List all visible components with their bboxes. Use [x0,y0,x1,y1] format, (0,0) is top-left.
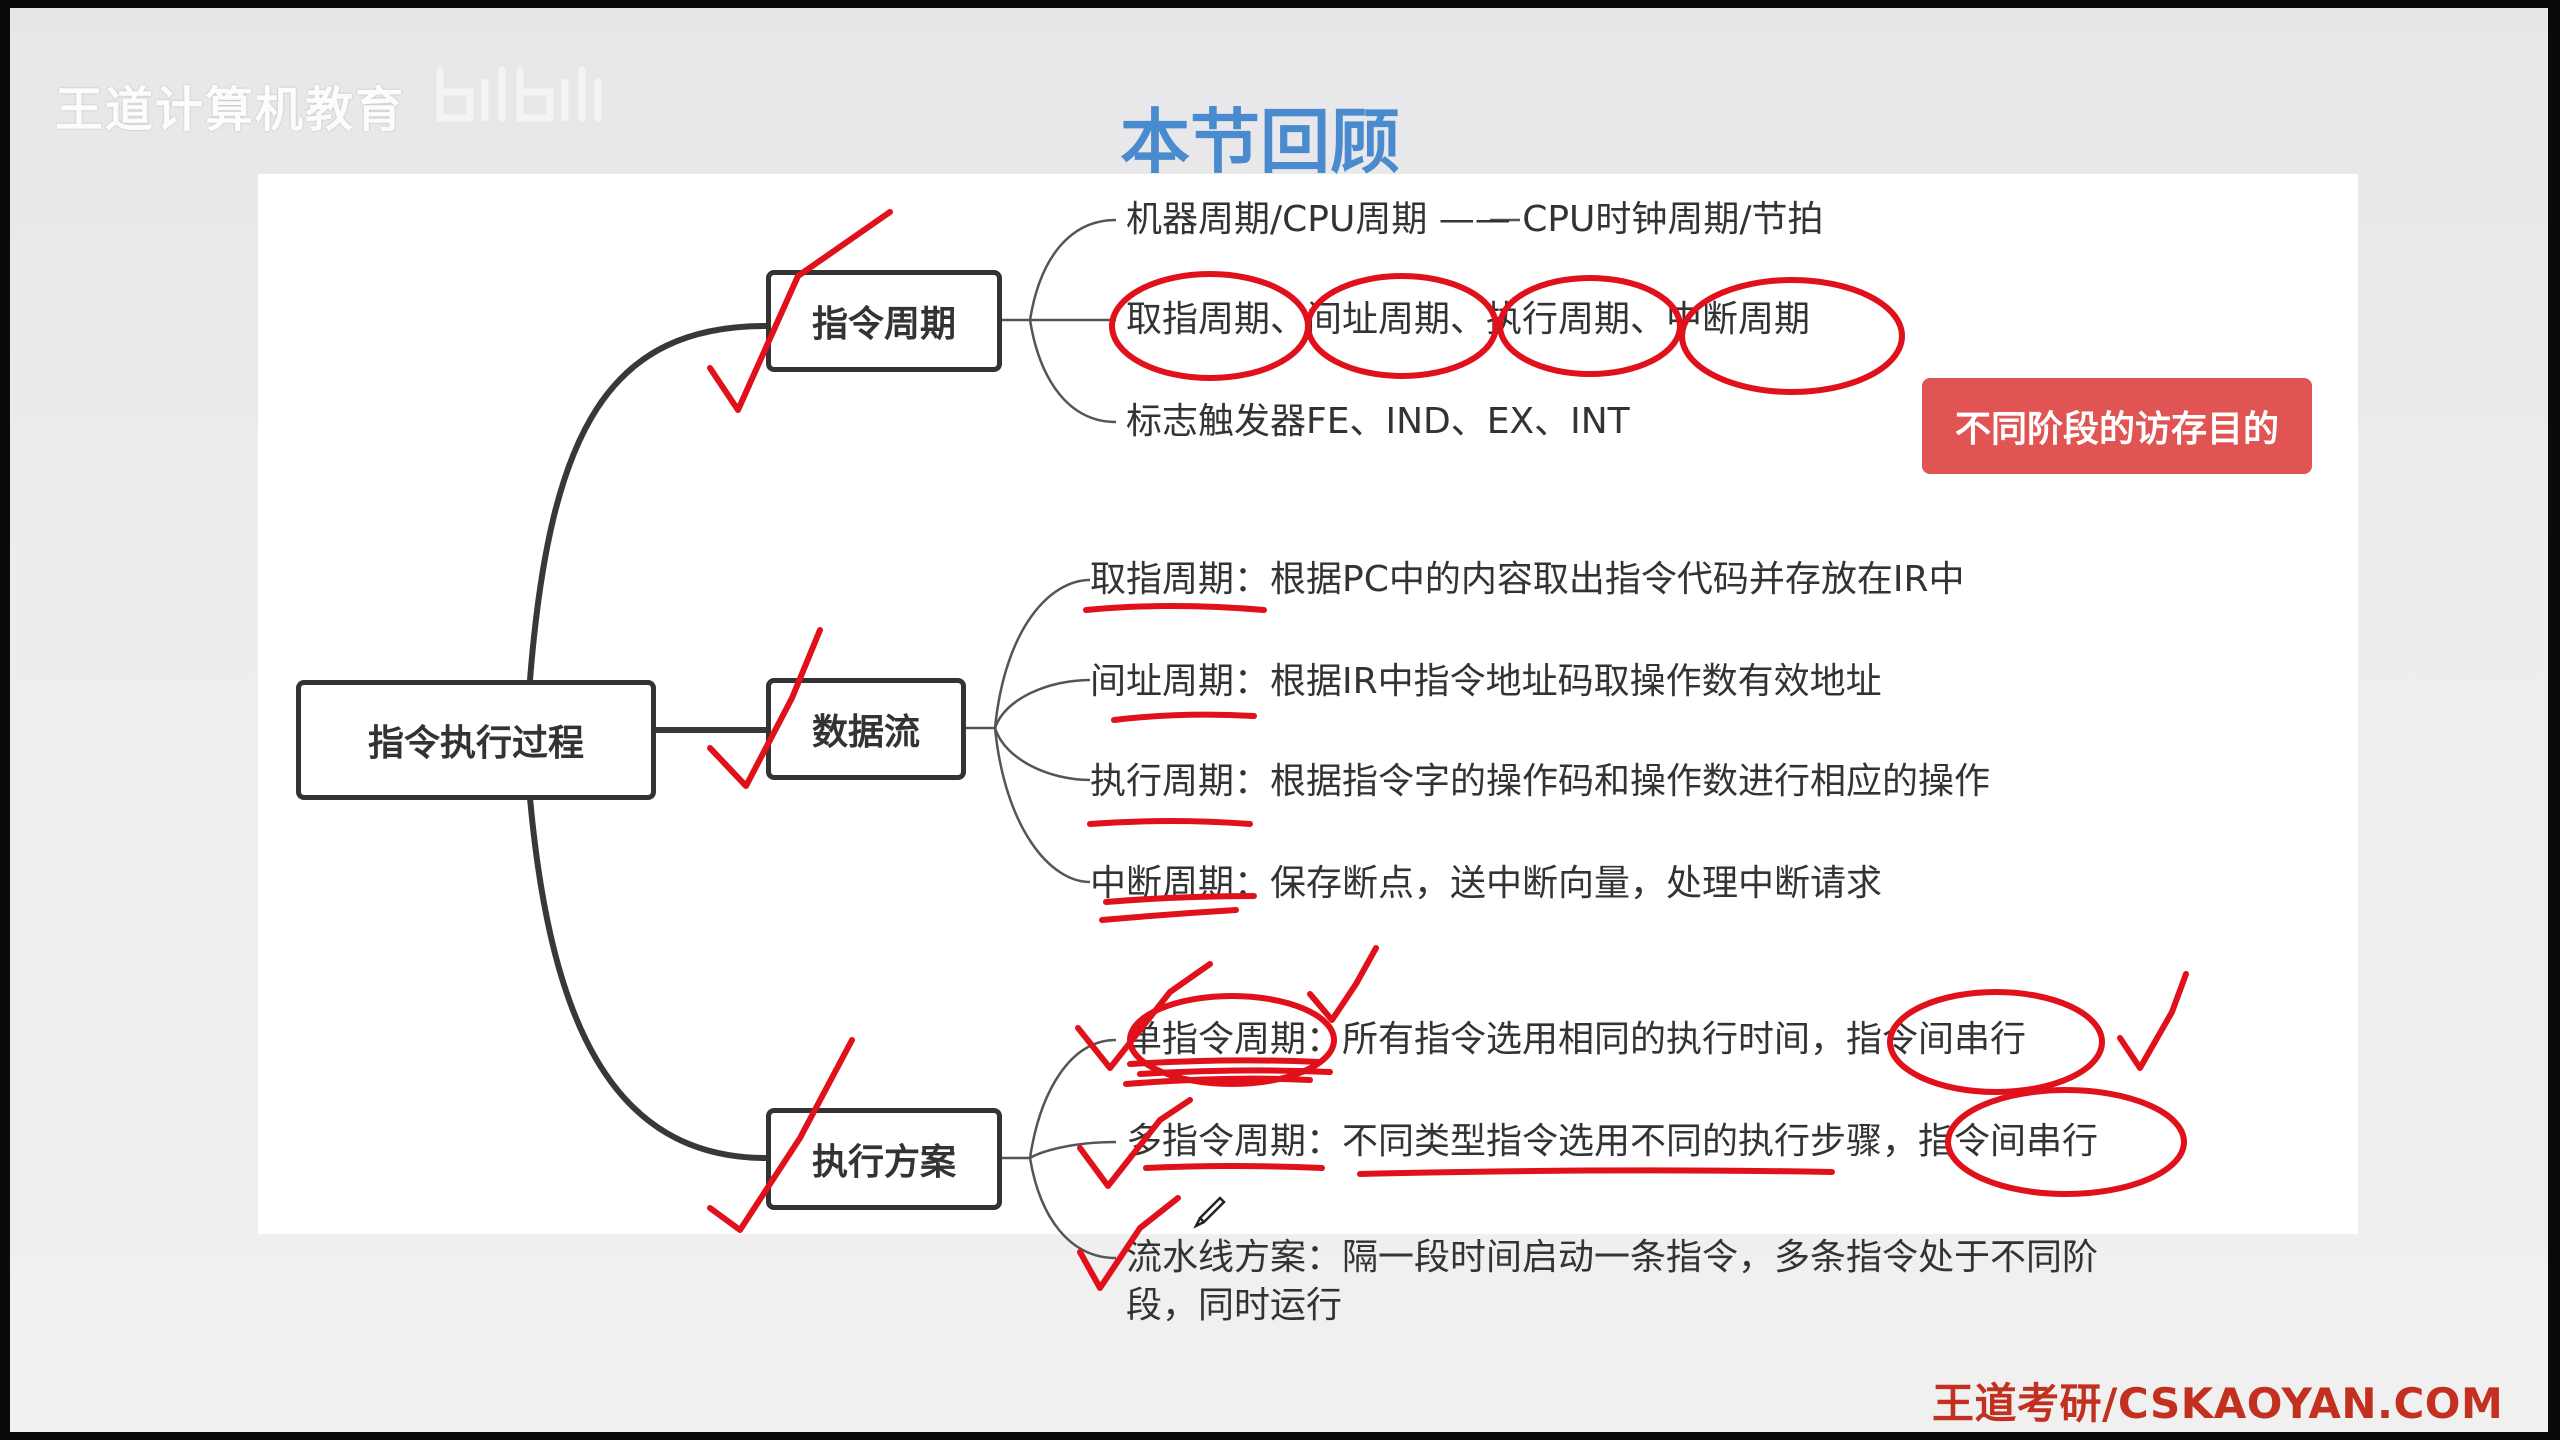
leaf-machine-cycle: 机器周期/CPU周期 —— CPU时钟周期/节拍 [1126,199,1824,240]
leaf-four-cycles: 取指周期、间址周期、执行周期、中断周期 [1126,299,1811,340]
page-title: 本节回顾 [1120,101,1400,183]
leaf-multi-cycle: 多指令周期：不同类型指令选用不同的执行步骤，指令间串行 [1126,1121,2099,1162]
mindmap-root-node: 指令执行过程 [296,680,656,800]
leaf-pipeline: 流水线方案：隔一段时间启动一条指令，多条指令处于不同阶段，同时运行 [1126,1237,2099,1326]
branch-node-instruction-cycle: 指令周期 [766,270,1002,372]
leaf-single-cycle: 单指令周期：所有指令选用相同的执行时间，指令间串行 [1126,1019,2027,1060]
watermark-text: 王道计算机教育 [55,82,406,138]
branch-node-execution-scheme: 执行方案 [766,1108,1002,1210]
leaf-indirect-cycle: 间址周期：根据IR中指令地址码取操作数有效地址 [1090,661,1882,702]
leaf-fetch-cycle: 取指周期：根据PC中的内容取出指令代码并存放在IR中 [1090,559,1965,600]
bilibili-logo-icon [436,66,602,122]
memory-access-purpose-badge[interactable]: 不同阶段的访存目的 [1922,378,2312,474]
branch-node-data-flow: 数据流 [766,678,966,780]
leaf-execute-cycle: 执行周期：根据指令字的操作码和操作数进行相应的操作 [1090,761,1991,802]
footer-brand: 王道考研/CSKAOYAN.COM [1932,1379,2504,1428]
leaf-interrupt-cycle: 中断周期：保存断点，送中断向量，处理中断请求 [1090,863,1883,904]
slide: 王道计算机教育 本节回顾 [10,8,2548,1432]
leaf-flag-flipflops: 标志触发器FE、IND、EX、INT [1126,401,1630,442]
